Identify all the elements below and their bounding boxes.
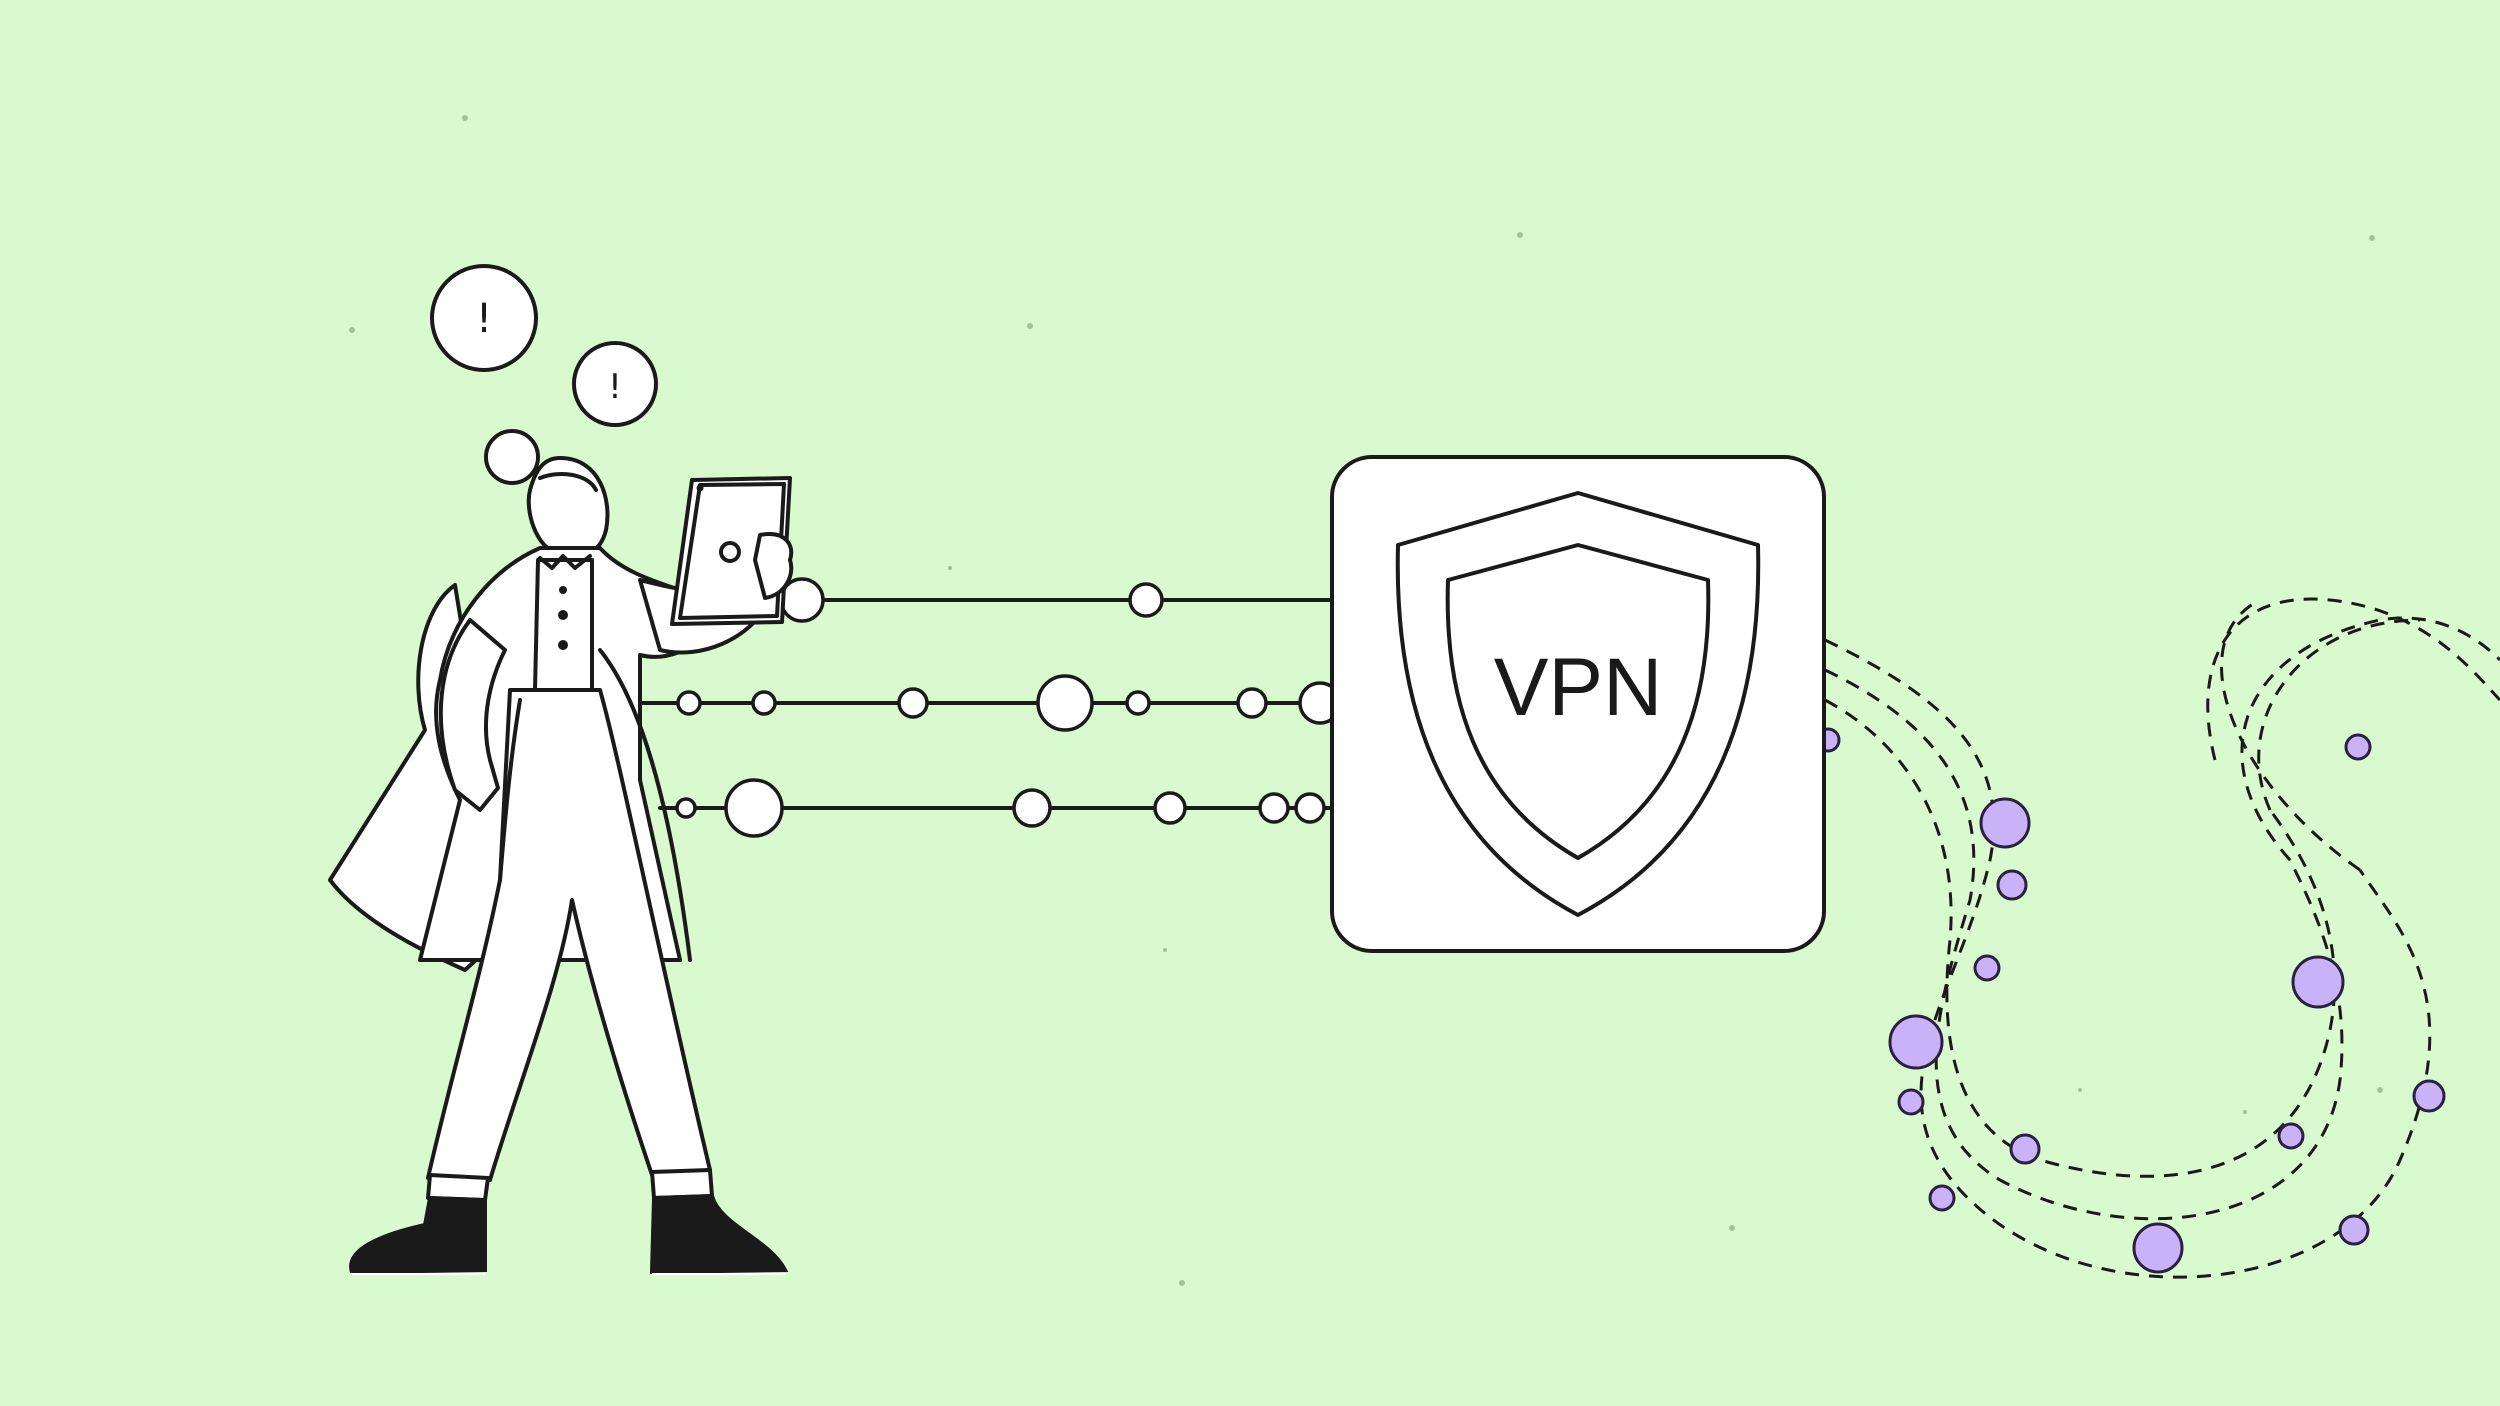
connection-lines — [638, 577, 1342, 838]
alert-bubbles: ! ! — [430, 264, 658, 427]
output-stream — [1815, 597, 2500, 1279]
line-1-nodes — [779, 577, 1164, 623]
stream-nodes — [1815, 727, 2446, 1274]
shield-inner-outline — [1445, 543, 1711, 860]
line-3-nodes — [675, 778, 1326, 838]
svg-text:!: ! — [476, 296, 492, 342]
background-speckles — [349, 115, 2383, 1286]
vpn-badge: VPN — [1330, 455, 1826, 953]
vpn-label: VPN — [1494, 642, 1663, 733]
exclamation-bubble-icon: ! — [430, 264, 538, 372]
exclamation-bubble-icon: ! — [572, 341, 658, 427]
svg-text:!: ! — [608, 367, 622, 407]
person-with-tablet-icon — [328, 429, 794, 1275]
shield-icon — [1395, 491, 1761, 917]
line-2-nodes — [676, 674, 1342, 732]
